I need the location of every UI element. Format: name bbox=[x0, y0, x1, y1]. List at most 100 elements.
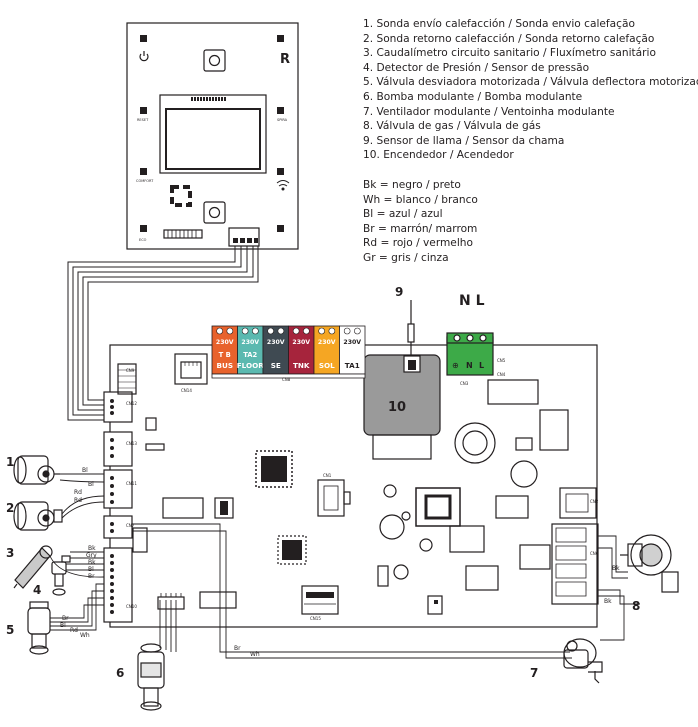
connector-code-cn1: CN1 bbox=[323, 473, 332, 478]
connector-code-cn6: CN6 bbox=[590, 551, 599, 556]
legend-item-7: 7. Ventilador modulante / Ventoinha modu… bbox=[363, 105, 615, 118]
control-panel bbox=[126, 22, 299, 250]
wire-label-c2-b: Rd bbox=[74, 497, 82, 504]
wire-label-c3-c: Bk bbox=[88, 559, 96, 566]
component-6-pump bbox=[137, 643, 165, 711]
connector-code-cn9: CN9 bbox=[126, 368, 135, 373]
terminal-label-top: 230V bbox=[267, 339, 285, 346]
color-item-br: Br = marrón/ marrom bbox=[363, 222, 478, 235]
panel-label-eco: ECO bbox=[139, 238, 147, 242]
component-number-5: 5 bbox=[6, 623, 14, 637]
nl-label: N L bbox=[459, 293, 485, 309]
wire-label-c2-a: Rd bbox=[74, 489, 82, 496]
terminal-label-bot: SOL bbox=[319, 361, 335, 370]
wire-label-c1-b: Bl bbox=[88, 481, 94, 488]
terminal-label-bot: SE bbox=[271, 361, 281, 370]
component-7-fan bbox=[563, 638, 603, 684]
connector-cn2 bbox=[559, 487, 597, 519]
color-item-gr: Gr = gris / cinza bbox=[363, 251, 449, 264]
legend-item-2: 2. Sonda retorno calefacción / Sonda ret… bbox=[363, 32, 655, 45]
top-button[interactable] bbox=[203, 49, 226, 72]
terminal-label-bot: FLOOR bbox=[237, 361, 264, 370]
component-5-diverter-valve bbox=[27, 601, 51, 655]
connector-cn13 bbox=[103, 431, 133, 467]
connector-code-cn2: CN2 bbox=[590, 499, 599, 504]
connector-code-cn10: CN10 bbox=[126, 604, 137, 609]
wire-label-c3-d: Bl bbox=[88, 566, 94, 573]
wire-label-c8-b: Bk bbox=[604, 598, 612, 605]
legend-item-6: 6. Bomba modulante / Bomba modulante bbox=[363, 90, 583, 103]
control-panel-outline bbox=[126, 22, 299, 250]
connector-code-cn8: CN8 bbox=[282, 377, 291, 382]
bottom-button[interactable] bbox=[203, 201, 226, 224]
wire-color-legend: Bk = negro / preto Wh = blanco / branco … bbox=[363, 178, 478, 266]
sensor-label: 9 bbox=[395, 285, 403, 299]
panel-label-spira: SPIRA bbox=[277, 118, 288, 122]
mcu-chip bbox=[261, 456, 287, 482]
legend-item-4: 4. Detector de Presión / Sensor de press… bbox=[363, 61, 590, 74]
connector-code-cn14: CN14 bbox=[181, 388, 192, 393]
flame-sensor-9 bbox=[407, 300, 415, 356]
terminal-label-bot: BUS bbox=[217, 361, 234, 370]
wire-label-c1-a: Bl bbox=[82, 467, 88, 474]
panel-label-reset: RESET bbox=[137, 118, 149, 122]
connector-cn12 bbox=[103, 391, 133, 423]
terminal-block-base bbox=[211, 373, 366, 379]
terminal-label-mid: TA2 bbox=[243, 351, 257, 359]
component-8-gas-valve bbox=[620, 534, 679, 593]
panel-label-comfort: COMFORT bbox=[136, 179, 154, 183]
wires bbox=[49, 473, 640, 659]
wire-label-c5-c: Rd bbox=[70, 627, 78, 634]
wire-label-c5-a: Br bbox=[62, 615, 69, 622]
wire-label-c3-a: Bk bbox=[88, 545, 96, 552]
wire-label-c7-b: Wh bbox=[250, 651, 260, 658]
legend-item-3: 3. Caudalímetro circuito sanitario / Flu… bbox=[363, 47, 656, 60]
wire-label-c3-e: Br bbox=[88, 573, 95, 580]
terminal-se: 230V SE bbox=[262, 325, 289, 375]
terminal-label-mid: T B bbox=[219, 351, 231, 359]
component-number-3: 3 bbox=[6, 546, 14, 560]
wire-label-c7-a: Br bbox=[234, 645, 241, 652]
legend-item-1: 1. Sonda envío calefacción / Sonda envio… bbox=[363, 18, 635, 30]
ignitor-label: 10 bbox=[388, 400, 406, 415]
wire-label-c3-b: Gry bbox=[86, 552, 97, 559]
legend-item-9: 9. Sensor de llama / Sensor da chama bbox=[363, 134, 565, 147]
connector-code-cn13: CN13 bbox=[126, 441, 137, 446]
component-number-6: 6 bbox=[116, 666, 124, 680]
connector-code-cn12: CN12 bbox=[126, 401, 137, 406]
connector-code-cn3: CN3 bbox=[460, 381, 469, 386]
component-number-4: 4 bbox=[33, 583, 41, 597]
connector-cn11 bbox=[103, 469, 133, 509]
main-board bbox=[103, 332, 599, 628]
terminal-label-top: 230V bbox=[292, 339, 310, 346]
color-item-wh: Wh = blanco / branco bbox=[363, 193, 478, 206]
panel-cable bbox=[67, 246, 259, 421]
component-number-8: 8 bbox=[632, 599, 640, 613]
rj-socket bbox=[174, 353, 208, 385]
color-item-bl: Bl = azul / azul bbox=[363, 208, 443, 221]
mains-terminal bbox=[446, 332, 494, 376]
component-2-return-sensor bbox=[13, 501, 63, 531]
wire-label-c5-d: Wh bbox=[80, 632, 90, 639]
transformer bbox=[415, 487, 461, 527]
connector-cn6 bbox=[551, 523, 599, 605]
terminal-label-bot: TNK bbox=[293, 361, 310, 370]
legend-item-8: 8. Válvula de gas / Válvula de gás bbox=[363, 120, 541, 133]
legend-item-5: 5. Válvula desviadora motorizada / Válvu… bbox=[363, 76, 698, 89]
mains-terminal-n: N bbox=[466, 361, 473, 370]
wire-label-c5-b: Bl bbox=[60, 622, 66, 629]
wifi-icon bbox=[276, 180, 290, 191]
component-number-1: 1 bbox=[6, 455, 14, 469]
terminal-label-bot: TA1 bbox=[345, 361, 360, 370]
terminal-label-top: 230V bbox=[241, 339, 259, 346]
connector-code-cn11: CN11 bbox=[126, 481, 137, 486]
display-pins bbox=[191, 97, 226, 101]
connector-cn10 bbox=[103, 547, 133, 623]
terminal-label-top: 230V bbox=[343, 339, 361, 346]
panel-r-label: R bbox=[280, 52, 290, 67]
color-item-rd: Rd = rojo / vermelho bbox=[363, 237, 473, 250]
terminal-tnk: 230V TNK bbox=[288, 325, 315, 375]
